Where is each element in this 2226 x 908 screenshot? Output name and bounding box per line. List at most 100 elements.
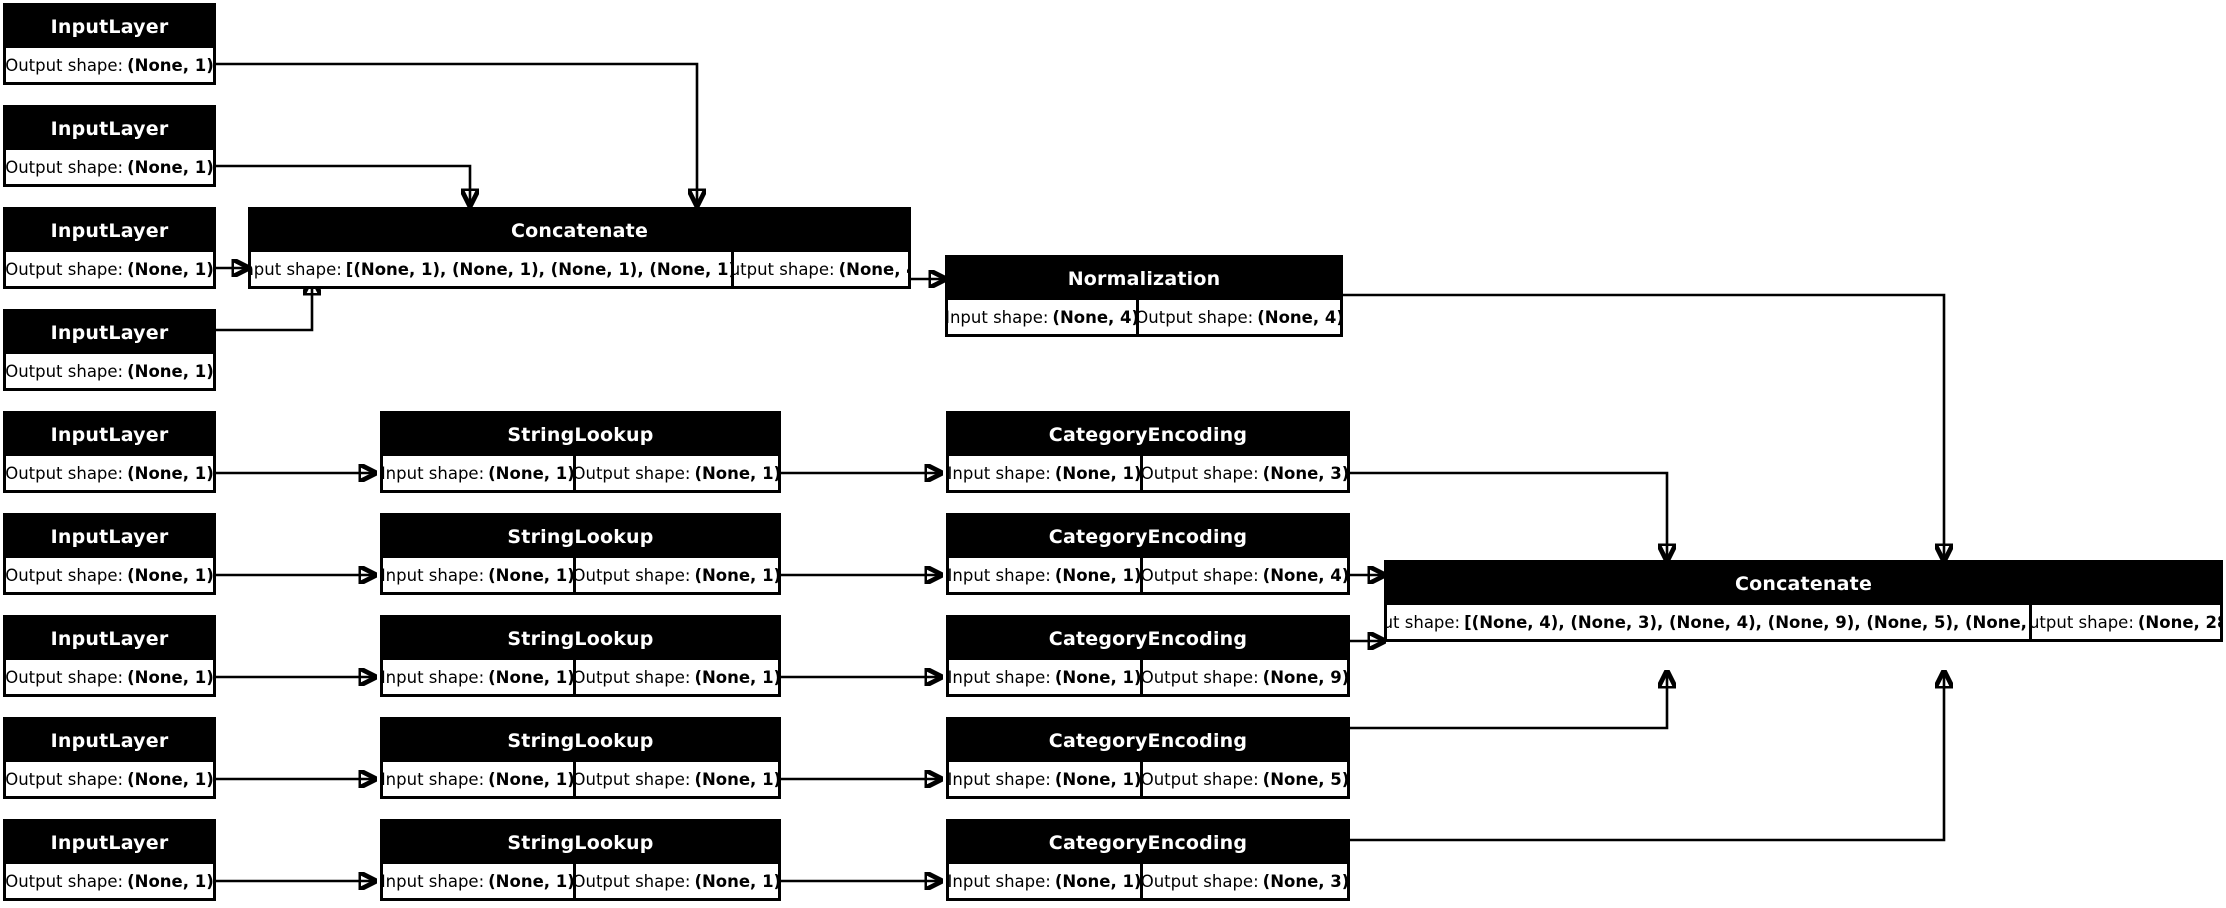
- node-input-layer-5[interactable]: InputLayer Output shape: (None, 1): [3, 513, 216, 595]
- node-string-lookup-1[interactable]: StringLookup Input shape: (None, 1) Outp…: [380, 513, 781, 595]
- node-title: InputLayer: [6, 618, 213, 660]
- input-shape-value: (None, 1): [488, 667, 573, 687]
- output-shape-label: Output shape:: [6, 463, 124, 483]
- node-category-encoding-3[interactable]: CategoryEncoding Input shape: (None, 1) …: [946, 717, 1350, 799]
- output-shape-cell: Output shape: (None, 1): [575, 864, 778, 898]
- node-body: Input shape: [(None, 1), (None, 1), (Non…: [251, 252, 908, 286]
- output-shape-value: (None, 1): [127, 871, 213, 891]
- node-title: InputLayer: [6, 312, 213, 354]
- input-shape-label: Input shape:: [383, 565, 485, 585]
- node-category-encoding-4[interactable]: CategoryEncoding Input shape: (None, 1) …: [946, 819, 1350, 901]
- output-shape-label: Output shape:: [6, 259, 124, 279]
- output-shape-cell: Output shape: (None, 1): [575, 558, 778, 592]
- node-input-layer-7[interactable]: InputLayer Output shape: (None, 1): [3, 717, 216, 799]
- output-shape-cell: Output shape: (None, 1): [6, 456, 213, 490]
- node-title: StringLookup: [383, 720, 778, 762]
- node-body: Input shape: (None, 1) Output shape: (No…: [949, 558, 1347, 592]
- output-shape-value: (None, 1): [694, 565, 778, 585]
- node-body: Output shape: (None, 1): [6, 252, 213, 286]
- input-shape-value: (None, 1): [1054, 463, 1141, 483]
- input-shape-label: Input shape:: [383, 769, 485, 789]
- output-shape-label: Output shape:: [575, 871, 691, 891]
- node-body: Output shape: (None, 1): [6, 864, 213, 898]
- node-input-layer-3[interactable]: InputLayer Output shape: (None, 1): [3, 309, 216, 391]
- node-category-encoding-2[interactable]: CategoryEncoding Input shape: (None, 1) …: [946, 615, 1350, 697]
- node-category-encoding-0[interactable]: CategoryEncoding Input shape: (None, 1) …: [946, 411, 1350, 493]
- output-shape-cell: Output shape: (None, 4): [1143, 558, 1347, 592]
- input-shape-label: Input shape:: [383, 871, 485, 891]
- node-normalization[interactable]: Normalization Input shape: (None, 4) Out…: [945, 255, 1343, 337]
- node-string-lookup-3[interactable]: StringLookup Input shape: (None, 1) Outp…: [380, 717, 781, 799]
- output-shape-label: Output shape:: [6, 55, 124, 75]
- node-title: InputLayer: [6, 414, 213, 456]
- node-body: Input shape: (None, 1) Output shape: (No…: [949, 660, 1347, 694]
- output-shape-value: (None, 9): [1262, 667, 1347, 687]
- input-shape-cell: Input shape: [(None, 1), (None, 1), (Non…: [251, 252, 731, 286]
- output-shape-label: Output shape:: [6, 667, 124, 687]
- input-shape-value: (None, 1): [1054, 565, 1141, 585]
- node-input-layer-6[interactable]: InputLayer Output shape: (None, 1): [3, 615, 216, 697]
- input-shape-label: Input shape:: [949, 667, 1051, 687]
- node-body: Output shape: (None, 1): [6, 558, 213, 592]
- node-concatenate-numeric[interactable]: Concatenate Input shape: [(None, 1), (No…: [248, 207, 911, 289]
- input-shape-label: Input shape:: [948, 307, 1049, 327]
- input-shape-cell: Input shape: (None, 1): [949, 660, 1141, 694]
- node-title: StringLookup: [383, 516, 778, 558]
- node-body: Input shape: (None, 1) Output shape: (No…: [383, 558, 778, 592]
- edge-normalization-concatall: [1343, 293, 1944, 560]
- output-shape-cell: Output shape: (None, 1): [575, 660, 778, 694]
- node-title: CategoryEncoding: [949, 720, 1347, 762]
- output-shape-label: Output shape:: [1143, 667, 1259, 687]
- output-shape-cell: Output shape: (None, 4): [1139, 300, 1340, 334]
- output-shape-cell: Output shape: (None, 1): [6, 48, 213, 82]
- output-shape-value: (None, 1): [694, 871, 778, 891]
- input-shape-cell: Input shape: (None, 4): [948, 300, 1137, 334]
- node-body: Input shape: (None, 1) Output shape: (No…: [949, 456, 1347, 490]
- edge-encode0-concatall: [1350, 471, 1667, 560]
- output-shape-value: (None, 1): [127, 565, 213, 585]
- node-input-layer-4[interactable]: InputLayer Output shape: (None, 1): [3, 411, 216, 493]
- node-title: StringLookup: [383, 618, 778, 660]
- output-shape-value: (None, 28): [2137, 612, 2220, 632]
- node-title: InputLayer: [6, 720, 213, 762]
- input-shape-value: (None, 1): [488, 871, 573, 891]
- edge-in0-concat: [216, 62, 697, 205]
- input-shape-cell: Input shape: [(None, 4), (None, 3), (Non…: [1387, 605, 2029, 639]
- node-string-lookup-4[interactable]: StringLookup Input shape: (None, 1) Outp…: [380, 819, 781, 901]
- output-shape-label: Output shape:: [575, 565, 691, 585]
- input-shape-cell: Input shape: (None, 1): [949, 558, 1141, 592]
- node-body: Input shape: (None, 4) Output shape: (No…: [948, 300, 1340, 334]
- output-shape-label: Output shape:: [6, 769, 124, 789]
- node-title: StringLookup: [383, 822, 778, 864]
- input-shape-label: Input shape:: [383, 463, 485, 483]
- node-category-encoding-1[interactable]: CategoryEncoding Input shape: (None, 1) …: [946, 513, 1350, 595]
- node-body: Input shape: [(None, 4), (None, 3), (Non…: [1387, 605, 2220, 639]
- node-title: CategoryEncoding: [949, 822, 1347, 864]
- node-input-layer-0[interactable]: InputLayer Output shape: (None, 1): [3, 3, 216, 85]
- node-string-lookup-2[interactable]: StringLookup Input shape: (None, 1) Outp…: [380, 615, 781, 697]
- input-shape-cell: Input shape: (None, 1): [383, 864, 573, 898]
- input-shape-value: (None, 1): [488, 463, 573, 483]
- node-input-layer-2[interactable]: InputLayer Output shape: (None, 1): [3, 207, 216, 289]
- input-shape-label: Input shape:: [251, 259, 342, 279]
- node-body: Input shape: (None, 1) Output shape: (No…: [383, 456, 778, 490]
- node-body: Input shape: (None, 1) Output shape: (No…: [383, 660, 778, 694]
- node-input-layer-1[interactable]: InputLayer Output shape: (None, 1): [3, 105, 216, 187]
- output-shape-label: Output shape:: [734, 259, 835, 279]
- node-body: Output shape: (None, 1): [6, 762, 213, 796]
- output-shape-cell: Output shape: (None, 1): [6, 150, 213, 184]
- output-shape-value: (None, 1): [694, 463, 778, 483]
- input-shape-cell: Input shape: (None, 1): [949, 456, 1141, 490]
- output-shape-cell: Output shape: (None, 1): [6, 660, 213, 694]
- node-concatenate-all[interactable]: Concatenate Input shape: [(None, 4), (No…: [1384, 560, 2223, 642]
- output-shape-label: Output shape:: [6, 157, 124, 177]
- output-shape-value: (None, 1): [694, 769, 778, 789]
- node-string-lookup-0[interactable]: StringLookup Input shape: (None, 1) Outp…: [380, 411, 781, 493]
- node-input-layer-8[interactable]: InputLayer Output shape: (None, 1): [3, 819, 216, 901]
- output-shape-value: (None, 4): [1262, 565, 1347, 585]
- output-shape-label: Output shape:: [1143, 463, 1259, 483]
- output-shape-label: Output shape:: [2032, 612, 2134, 632]
- output-shape-cell: Output shape: (None, 3): [1143, 864, 1347, 898]
- output-shape-label: Output shape:: [1143, 871, 1259, 891]
